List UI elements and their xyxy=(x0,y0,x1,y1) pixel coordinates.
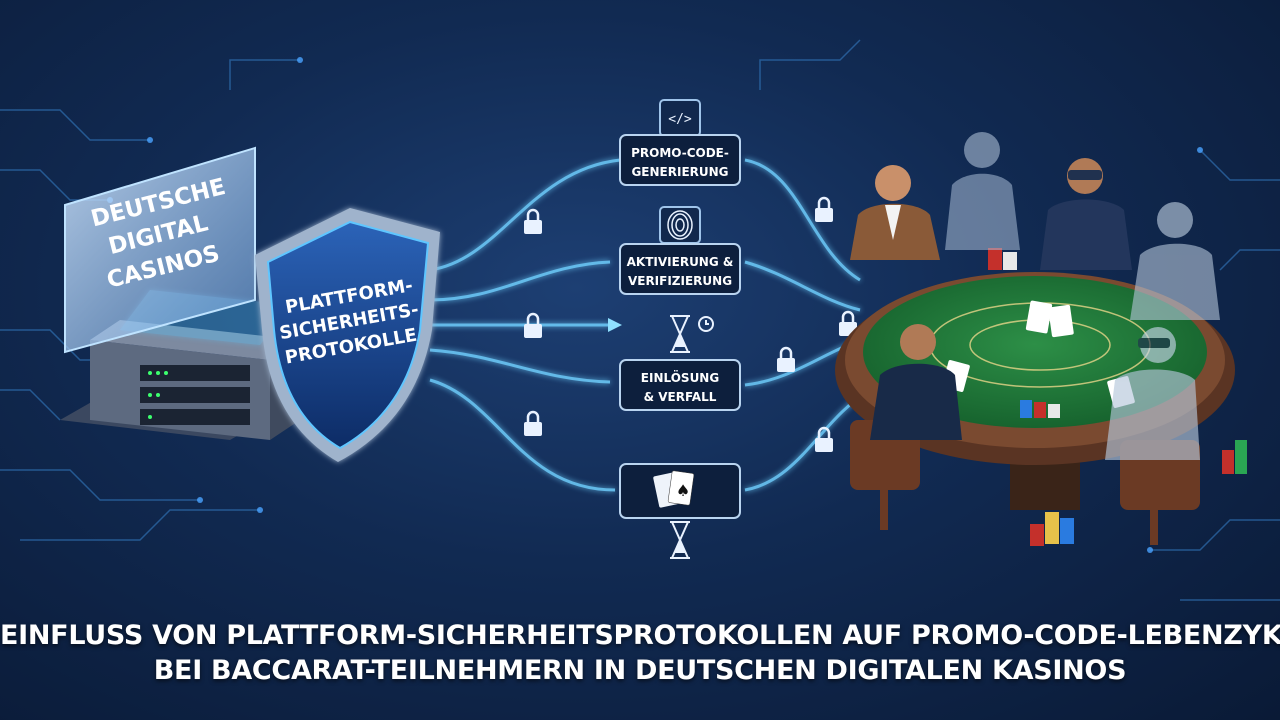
title-line-2: BEI BACCARAT-TEILNEHMERN IN DEUTSCHEN DI… xyxy=(153,655,1127,686)
step-1-line-1: PROMO-CODE- xyxy=(631,146,729,160)
player-top-center xyxy=(945,132,1020,250)
security-shield: PLATTFORM- SICHERHEITS- PROTOKOLLE xyxy=(255,208,440,462)
lock-icon xyxy=(524,312,542,338)
step-3-line-2: & VERFALL xyxy=(644,390,717,404)
player-top-right xyxy=(1040,158,1132,270)
playing-cards-icon: ♠ xyxy=(653,470,695,508)
page-title: EINFLUSS VON PLATTFORM-SICHERHEITSPROTOK… xyxy=(0,618,1280,688)
player-right xyxy=(1130,202,1220,320)
hourglass-icon xyxy=(670,315,714,353)
flow-arrow xyxy=(608,318,622,332)
player-front-right xyxy=(1105,327,1200,460)
svg-text:♠: ♠ xyxy=(676,481,690,500)
title-line-1: EINFLUSS VON PLATTFORM-SICHERHEITSPROTOK… xyxy=(0,620,1280,651)
hologram-monitor: DEUTSCHE DIGITAL CASINOS xyxy=(64,146,290,354)
step-box-redemption: EINLÖSUNG & VERFALL xyxy=(619,359,741,411)
step-1-line-2: GENERIERUNG xyxy=(631,165,728,179)
baccarat-table-scene xyxy=(835,132,1247,546)
lock-icon xyxy=(777,346,795,372)
fingerprint-icon xyxy=(659,206,701,244)
lock-icons xyxy=(524,196,857,452)
step-2-line-2: VERIFIZIERUNG xyxy=(628,274,732,288)
player-front-left xyxy=(870,324,962,440)
step-3-line-1: EINLÖSUNG xyxy=(641,370,719,385)
svg-text:</>: </> xyxy=(668,112,692,127)
player-top-left xyxy=(850,165,940,260)
lock-icon xyxy=(524,208,542,234)
data-flow-lines xyxy=(429,158,871,492)
step-box-activation: AKTIVIERUNG & VERIFIZIERUNG xyxy=(619,243,741,295)
step-box-cards: ♠ xyxy=(619,463,741,519)
step-box-generation: PROMO-CODE- GENERIERUNG xyxy=(619,134,741,186)
lock-icon xyxy=(815,196,833,222)
lock-icon xyxy=(815,426,833,452)
hourglass-icon xyxy=(670,521,690,559)
lock-icon xyxy=(524,410,542,436)
circuit-lines xyxy=(0,39,1280,601)
code-icon: </> xyxy=(659,99,701,137)
step-2-line-1: AKTIVIERUNG & xyxy=(627,255,734,269)
